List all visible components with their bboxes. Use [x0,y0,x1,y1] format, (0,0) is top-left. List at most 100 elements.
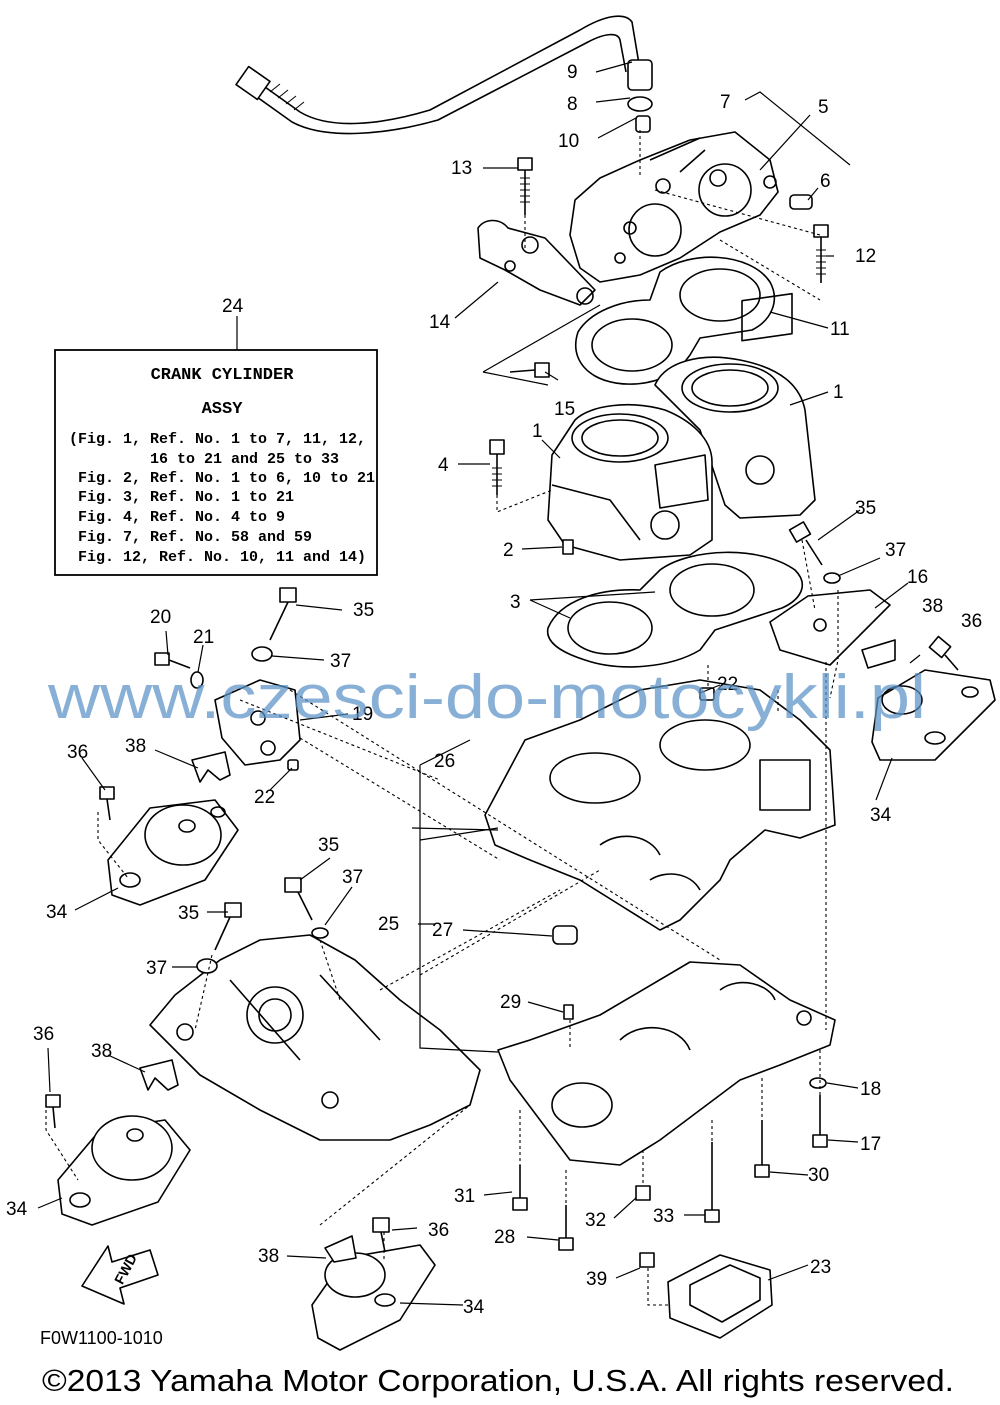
callout-19: 19 [352,704,373,725]
bolt-36-lower-left-part [45,1094,61,1129]
bolt-28-part [558,1205,574,1251]
box-line: 16 to 21 and 25 to 33 [150,451,339,468]
pin-22-left-part [287,759,299,771]
bracket-14-part [477,219,596,306]
clip-38-lower-left-part [139,1059,179,1091]
callout-31: 31 [454,1186,475,1207]
bolt-12-part [813,224,829,283]
callout-37: 37 [342,867,363,888]
callout-22: 22 [254,787,275,808]
callout-38: 38 [91,1041,112,1062]
mount-34-upper-left-part [107,799,239,906]
callout-7: 7 [720,92,731,113]
dowel-2-part [562,539,574,555]
washer-21-part [190,671,204,689]
callout-37: 37 [146,958,167,979]
callout-4: 4 [438,455,449,476]
callout-35: 35 [178,903,199,924]
callout-11: 11 [830,319,850,340]
leader-lines [37,61,921,1306]
callout-34: 34 [46,902,68,923]
washer-37-mid-part [196,958,218,974]
clamp-part [627,96,653,133]
mount-34-bottom-part [311,1244,436,1351]
bolt-36-right-part [928,635,959,671]
dashed-alignment-lines [45,130,839,1306]
bolt-20-part [154,652,191,669]
bolt-35-left-part [269,587,297,641]
copyright-notice: ©2013 Yamaha Motor Corporation, U.S.A. A… [42,1363,954,1398]
callout-6: 6 [820,171,831,192]
clip-38-right-part [861,639,896,669]
callout-38: 38 [258,1246,279,1267]
callout-34: 34 [463,1297,485,1318]
assembly-info-box: CRANK CYLINDER ASSY (Fig. 1, Ref. No. 1 … [54,349,378,576]
callout-24: 24 [222,296,244,317]
bolt-36-bottom-part [372,1217,390,1253]
box-title-line2: ASSY [202,400,244,419]
box-line: Fig. 2, Ref. No. 1 to 6, 10 to 21 [78,470,375,487]
cover-plate-23-part [667,1254,773,1339]
callout-17: 17 [860,1134,881,1155]
callout-26: 26 [434,751,455,772]
figure-code: F0W1100-1010 [40,1328,163,1348]
callout-22: 22 [717,674,738,695]
bolt-17-part [812,1095,828,1148]
callout-38: 38 [922,596,943,617]
bolt-35-lower-part [284,877,313,921]
bolt-33-part [704,1142,720,1223]
callout-15: 15 [554,399,575,420]
callout-37: 37 [330,651,351,672]
mount-34-right-part [871,669,996,761]
upper-crankcase-part [484,679,836,931]
bolt-36-upper-left-part [99,786,115,821]
bearing-27-part [552,925,578,945]
bolt-35-mid-part [214,902,242,951]
lower-crankcase-part [497,961,836,1166]
washer-37-lower-part [311,927,329,939]
bolt-31-part [512,1165,528,1211]
washer-37-right-part [823,572,841,584]
callout-35: 35 [353,600,374,621]
callout-23: 23 [810,1257,831,1278]
callout-36: 36 [33,1024,54,1045]
callout-1: 1 [532,421,543,442]
callout-21: 21 [193,627,214,648]
callout-28: 28 [494,1227,515,1248]
washer-18-part [809,1077,827,1089]
callout-25: 25 [378,914,399,935]
plug-part [789,194,813,210]
callout-8: 8 [567,94,578,115]
callout-34: 34 [6,1199,28,1220]
dowel-29-part [563,1004,574,1020]
callout-1: 1 [833,382,844,403]
fwd-arrow-icon: FWD [81,1245,159,1305]
callout-39: 39 [586,1269,607,1290]
hose-part [235,15,653,135]
callout-9: 9 [567,62,578,83]
clip-38-upper-left-part [191,751,231,783]
mount-bracket-16-part [769,589,891,666]
callout-32: 32 [585,1210,606,1231]
callout-36: 36 [67,742,88,763]
callout-30: 30 [808,1165,829,1186]
callout-36: 36 [428,1220,449,1241]
box-line: (Fig. 1, Ref. No. 1 to 7, 11, 12, [69,431,366,448]
bolt-4-part [489,439,505,495]
clip-38-bottom-part [324,1235,357,1263]
bolt-39-part [639,1252,655,1268]
callout-33: 33 [653,1206,674,1227]
callout-12: 12 [855,246,876,267]
callout-35: 35 [855,498,876,519]
mount-34-lower-left-part [57,1115,191,1226]
callout-10: 10 [558,131,579,152]
head-gasket-part [574,256,776,385]
callout-29: 29 [500,992,521,1013]
bolt-32-part [635,1185,651,1201]
callout-36: 36 [961,611,982,632]
box-line: Fig. 4, Ref. No. 4 to 9 [78,509,285,526]
watermark-url: www.czesci-do-motocykli.pl [47,663,926,732]
callout-13: 13 [451,158,472,179]
callout-38: 38 [125,736,146,757]
